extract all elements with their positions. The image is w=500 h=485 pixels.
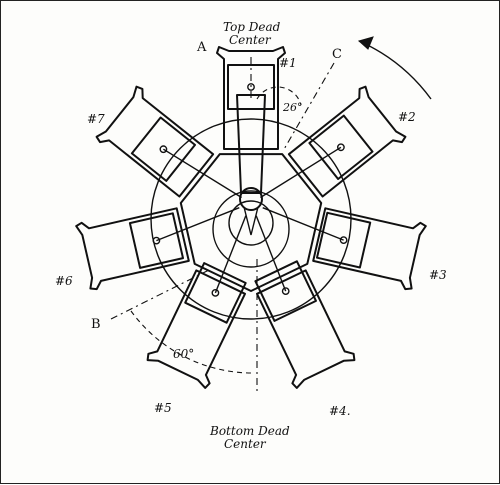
crank-throw-circle	[212, 190, 290, 268]
cylinder-5-label: #5	[154, 401, 172, 415]
crankshaft-circle	[228, 200, 274, 246]
cylinder-4-wrist-pin	[281, 287, 290, 295]
bottom-dead-center-label-line2: Center	[224, 437, 267, 451]
crank-pin	[239, 187, 263, 211]
link-rod-cylinder-4	[255, 215, 287, 292]
cylinder-6-piston	[128, 212, 184, 269]
cylinder-1-label: #1	[279, 56, 297, 70]
cylinder-3-barrel	[312, 207, 427, 291]
cylinder-4-label: #4.	[329, 404, 351, 418]
rotation-arrow-arc	[358, 40, 432, 100]
line-b	[110, 268, 212, 320]
angle-26-arc	[256, 86, 302, 106]
cylinder-7-piston	[130, 116, 196, 182]
cylinder-2-label: #2	[398, 110, 416, 124]
cylinder-3-wrist-pin	[339, 236, 348, 245]
cylinder-2-piston	[308, 114, 374, 180]
cylinder-3-piston	[316, 211, 372, 269]
point-a-label: A	[196, 40, 207, 55]
cylinder-7-barrel	[95, 85, 215, 198]
top-dead-center-label-line1: Top Dead	[223, 20, 281, 34]
connecting-rods-layer	[156, 94, 344, 294]
crankcase-hub	[179, 153, 323, 292]
cylinder-2-barrel	[287, 85, 407, 198]
link-rod-cylinder-2	[260, 146, 342, 199]
cylinder-7-wrist-pin	[159, 145, 168, 154]
cylinder-6-label: #6	[55, 274, 73, 288]
angle-26-label: 26°	[282, 101, 303, 114]
cylinders-layer	[75, 46, 427, 389]
cylinder-6-barrel	[75, 207, 190, 291]
annotation-layer	[110, 36, 432, 393]
link-rod-cylinder-5	[214, 215, 247, 294]
cylinder-4-barrel	[256, 269, 356, 389]
point-b-label: B	[91, 317, 101, 332]
link-rod-cylinder-3	[262, 207, 344, 241]
cylinder-5-barrel	[146, 269, 246, 389]
cylinder-1-piston	[227, 64, 275, 110]
crank-arm	[243, 206, 259, 236]
cylinder-7-label: #7	[87, 112, 105, 126]
rotation-arrow-head	[357, 36, 374, 50]
cylinder-1-barrel	[216, 46, 286, 150]
cylinder-5-piston	[184, 262, 247, 324]
top-dead-center-label-line2: Center	[229, 33, 272, 47]
cylinder-1-wrist-pin	[247, 83, 255, 91]
link-rod-cylinder-6	[156, 207, 240, 242]
cylinder-4-piston	[254, 260, 317, 322]
angle-60-label: 60°	[173, 347, 194, 361]
point-c-label: C	[332, 47, 342, 62]
bottom-dead-center-label-line1: Bottom Dead	[209, 424, 290, 438]
crank-center-layer	[212, 187, 290, 268]
cylinder-6-wrist-pin	[152, 236, 161, 245]
cylinder-3-label: #3	[429, 268, 447, 282]
link-rod-cylinder-7	[163, 148, 242, 199]
cylinder-5-wrist-pin	[211, 288, 220, 297]
cylinder-2-wrist-pin	[336, 143, 345, 152]
